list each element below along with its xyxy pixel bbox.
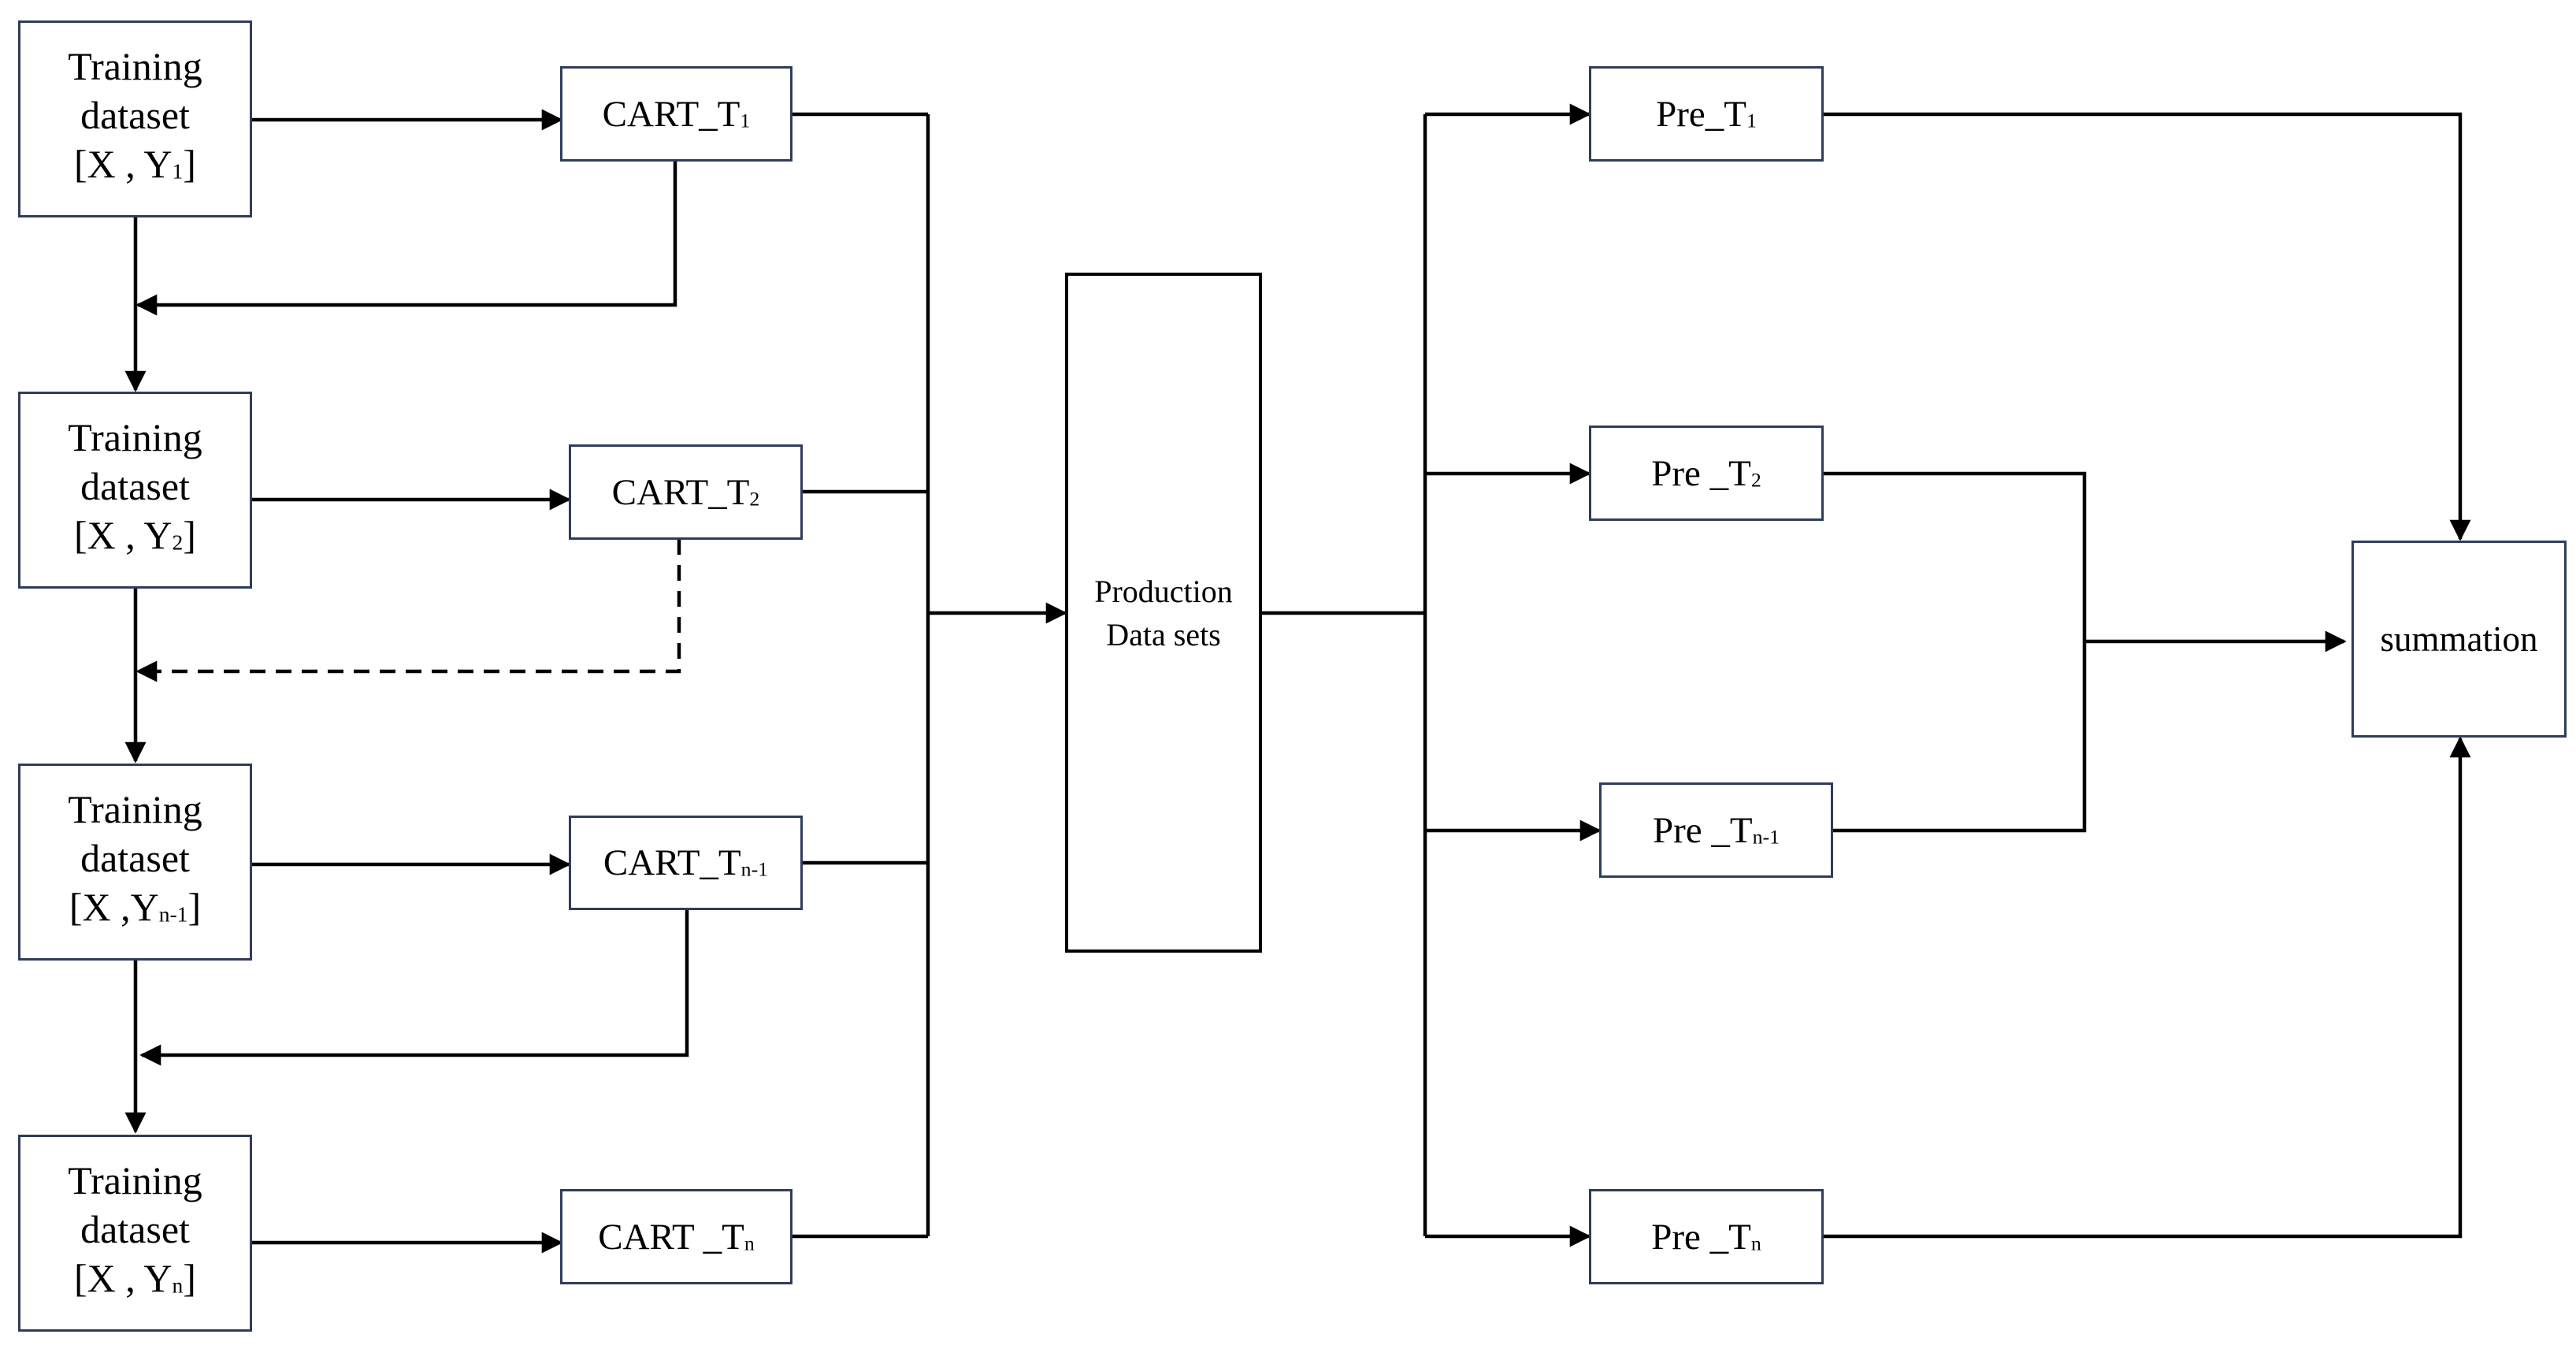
- cart-tree-box-4: CART _Tn: [560, 1189, 792, 1284]
- training-dataset-box-1: Training dataset [X , Y1]: [18, 20, 252, 217]
- production-data-sets-box: Production Data sets: [1065, 273, 1262, 953]
- pre-label: Pre _Tn-1: [1652, 809, 1780, 851]
- prediction-box-3: Pre _Tn-1: [1599, 782, 1833, 878]
- training-set-formula: [X ,Yn-1]: [69, 885, 202, 930]
- arrow-pre1-summation: [1822, 112, 2471, 541]
- pre-label: Pre _Tn: [1651, 1216, 1761, 1258]
- line-pre2-merge: [1822, 471, 2087, 833]
- training-label: Training: [68, 1158, 202, 1203]
- cart-label: CART_T1: [602, 93, 751, 135]
- data-sets-label: Data sets: [1106, 616, 1221, 652]
- dataset-label: dataset: [80, 464, 190, 509]
- cart-label: CART _Tn: [598, 1216, 755, 1258]
- prediction-box-1: Pre_T1: [1589, 66, 1824, 162]
- feedback-cart1: [135, 160, 677, 316]
- training-dataset-box-4: Training dataset [X , Yn]: [18, 1135, 252, 1332]
- cart-tree-box-1: CART_T1: [560, 66, 792, 162]
- dataset-label: dataset: [80, 836, 190, 881]
- cart-label: CART_T2: [611, 471, 760, 513]
- feedback-cart2: [135, 539, 681, 682]
- training-set-formula: [X , Y1]: [74, 142, 196, 187]
- training-label: Training: [68, 787, 202, 832]
- prediction-box-4: Pre _Tn: [1589, 1189, 1824, 1284]
- training-dataset-box-3: Training dataset [X ,Yn-1]: [18, 764, 252, 961]
- training-set-formula: [X , Yn]: [74, 1256, 196, 1301]
- dataset-label: dataset: [80, 1207, 190, 1252]
- cart-label: CART_Tn-1: [603, 842, 769, 883]
- training-dataset-box-2: Training dataset [X , Y2]: [18, 392, 252, 589]
- summation-box: summation: [2351, 541, 2567, 738]
- production-label: Production: [1094, 573, 1233, 609]
- cart-tree-box-2: CART_T2: [569, 444, 803, 540]
- pre-label: Pre _T2: [1651, 452, 1761, 494]
- arrow-pre4-summation: [1822, 736, 2471, 1239]
- training-label: Training: [68, 44, 202, 89]
- pre-label: Pre_T1: [1656, 93, 1757, 135]
- feedback-cart3: [139, 909, 689, 1066]
- training-label: Training: [68, 415, 202, 460]
- prediction-box-2: Pre _T2: [1589, 426, 1824, 521]
- summation-label: summation: [2380, 619, 2538, 659]
- cart-tree-box-3: CART_Tn-1: [569, 816, 803, 910]
- training-set-formula: [X , Y2]: [74, 513, 196, 558]
- dataset-label: dataset: [80, 93, 190, 138]
